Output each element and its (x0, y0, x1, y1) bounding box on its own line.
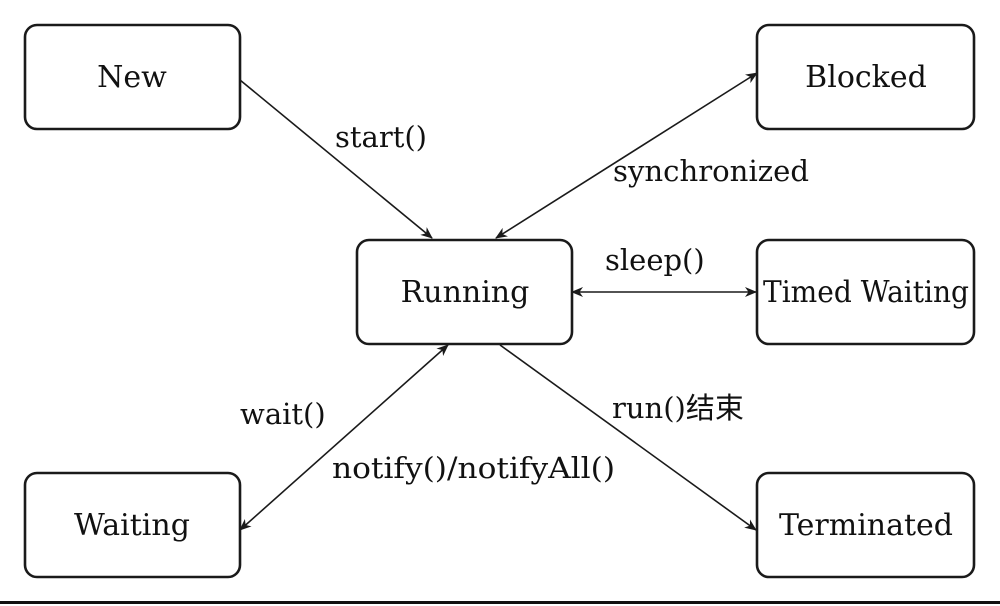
node-waiting-label: Waiting (74, 508, 190, 543)
edge-label-sleep: sleep() (605, 243, 705, 277)
node-timed-waiting-box (755, 238, 976, 346)
node-waiting-box (23, 471, 242, 579)
node-blocked-box (755, 23, 976, 131)
node-running-label: Running (401, 275, 530, 310)
edge-label-start: start() (335, 120, 427, 154)
node-timed-waiting-label: Timed Waiting (763, 275, 969, 310)
node-new: New (23, 23, 242, 131)
node-blocked: Blocked (755, 23, 976, 131)
edge-label-notify: notify()/notifyAll() (332, 451, 615, 485)
node-new-box (23, 23, 242, 131)
edge-label-wait: wait() (240, 397, 326, 431)
node-blocked-label: Blocked (805, 60, 927, 95)
node-timed-waiting: Timed Waiting (755, 238, 976, 346)
node-terminated-label: Terminated (779, 508, 953, 543)
edge-running-to-terminated (499, 344, 757, 531)
edge-running-waiting (239, 344, 449, 531)
edge-label-run-end: run()结束 (612, 391, 744, 425)
node-terminated: Terminated (755, 471, 976, 579)
bottom-border-line (0, 601, 1000, 604)
node-waiting: Waiting (23, 471, 242, 579)
node-running-box (355, 238, 574, 346)
node-running: Running (355, 238, 574, 346)
edge-running-blocked (495, 72, 758, 239)
node-terminated-box (755, 471, 976, 579)
edge-new-to-running (239, 79, 433, 239)
node-new-label: New (97, 60, 167, 95)
edge-label-synchronized: synchronized (613, 154, 809, 188)
